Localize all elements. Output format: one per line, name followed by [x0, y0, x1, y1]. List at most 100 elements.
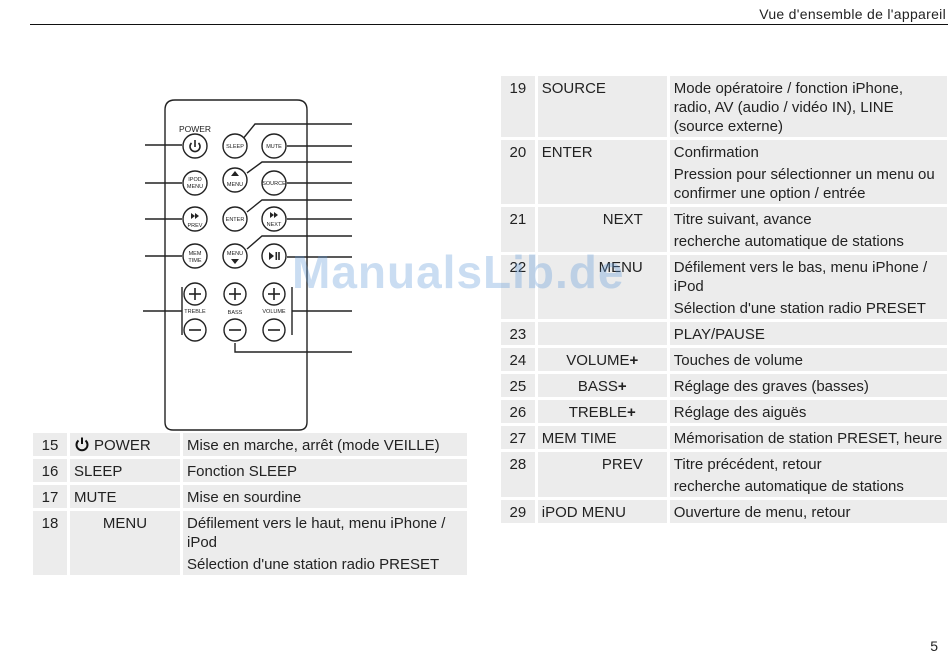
play-icon [269, 252, 274, 260]
description-line: Mémorisation de station PRESET, heure [673, 430, 943, 447]
row-number: 26 [501, 400, 535, 423]
pause-icon [275, 252, 278, 260]
leader-line [234, 343, 352, 353]
description-line: Mise en sourdine [187, 489, 302, 506]
description-line: Défilement vers le bas, menu iPhone / iP… [673, 259, 928, 295]
row-description: Mise en marche, arrêt (mode VEILLE) [183, 433, 467, 456]
next-button[interactable] [261, 206, 287, 232]
remote-control-illustration: POWER [143, 99, 352, 431]
row-key-text: POWER [94, 437, 151, 454]
row-description: Ouverture de menu, retour [669, 500, 947, 523]
row-key: MENU [537, 255, 667, 319]
arrow-up-icon [231, 171, 239, 176]
row-number: 28 [501, 452, 535, 497]
mute-button[interactable] [261, 133, 287, 159]
row-description: Réglage des aiguës [669, 400, 947, 423]
row-number: 22 [501, 255, 535, 319]
description-line: Titre suivant, avance [673, 211, 812, 228]
mem-time-button[interactable] [182, 243, 208, 269]
power-icon [75, 437, 89, 452]
table-row: 16 SLEEP Fonction SLEEP [33, 459, 467, 482]
page-header: Vue d'ensemble de l'appareil [30, 0, 948, 25]
row-description: Défilement vers le haut, menu iPhone / i… [183, 511, 467, 575]
table-row: 27 MEM TIME Mémorisation de station PRES… [501, 426, 947, 449]
row-description: Touches de volume [669, 348, 947, 371]
table-row: 15 POWER Mise en marche, arrêt (mode VEI… [33, 433, 467, 456]
row-key: PREV [537, 452, 667, 497]
treble-label: TREBLE [184, 309, 206, 315]
table-row: 20 ENTER Confirmation Pression pour séle… [501, 140, 947, 204]
row-key: BASS+ [537, 374, 667, 397]
table-row: 21 NEXT Titre suivant, avance recherche … [501, 207, 947, 252]
row-number: 19 [501, 76, 535, 137]
next-label: NEXT [267, 222, 282, 228]
row-description: Mode opératoire / fonction iPhone, radio… [669, 76, 947, 137]
row-key [537, 322, 667, 345]
menu-up-button[interactable] [222, 167, 248, 193]
row-key: MUTE [70, 485, 180, 508]
mem-label-2: TIME [188, 258, 201, 264]
row-number: 15 [33, 433, 67, 456]
ipod-menu-button[interactable] [182, 170, 208, 196]
remote-body [164, 99, 308, 431]
plus-sign: + [617, 378, 627, 395]
sleep-button[interactable] [222, 133, 248, 159]
row-key: MENU [70, 511, 180, 575]
volume-label: VOLUME [262, 309, 286, 315]
table-row: 17 MUTE Mise en sourdine [33, 485, 467, 508]
row-number: 21 [501, 207, 535, 252]
row-key: POWER [70, 433, 180, 456]
row-number: 29 [501, 500, 535, 523]
description-line: Défilement vers le haut, menu iPhone / i… [187, 515, 446, 551]
row-description: Titre suivant, avance recherche automati… [669, 207, 947, 252]
row-key-text: TREBLE [568, 404, 628, 421]
table-row: 19 SOURCE Mode opératoire / fonction iPh… [501, 76, 947, 137]
source-label: SOURCE [262, 181, 286, 187]
row-key: TREBLE+ [537, 400, 667, 423]
row-key: iPOD MENU [537, 500, 667, 523]
row-key: VOLUME+ [537, 348, 667, 371]
row-number: 25 [501, 374, 535, 397]
description-line: Sélection d'une station radio PRESET [187, 556, 440, 573]
page-number: 5 [930, 638, 938, 654]
row-key: ENTER [537, 140, 667, 204]
description-line: Mise en marche, arrêt (mode VEILLE) [187, 437, 440, 454]
table-row: 22 MENU Défilement vers le bas, menu iPh… [501, 255, 947, 319]
row-number: 16 [33, 459, 67, 482]
row-description: Défilement vers le bas, menu iPhone / iP… [669, 255, 947, 319]
description-line: Fonction SLEEP [187, 463, 298, 480]
source-button[interactable] [261, 170, 287, 196]
plus-sign: + [629, 352, 639, 369]
enter-label: ENTER [226, 217, 245, 223]
table-row: 29 iPOD MENU Ouverture de menu, retour [501, 500, 947, 523]
menu-down-button[interactable] [222, 243, 248, 269]
row-description: Réglage des graves (basses) [669, 374, 947, 397]
table-row: 25 BASS+ Réglage des graves (basses) [501, 374, 947, 397]
menu-up-label: MENU [227, 182, 243, 188]
arrow-down-icon [231, 259, 239, 264]
mem-label-1: MEM [189, 251, 202, 257]
sleep-label: SLEEP [226, 144, 244, 150]
row-key-text: BASS [577, 378, 618, 395]
pause-icon [278, 252, 280, 260]
row-description: Mémorisation de station PRESET, heure [669, 426, 947, 449]
description-line: recherche automatique de stations [673, 233, 904, 250]
leader-line [241, 123, 352, 141]
row-key: SOURCE [537, 76, 667, 137]
description-line: Mode opératoire / fonction iPhone, radio… [673, 80, 904, 135]
leader-line [246, 161, 352, 174]
row-description: PLAY/PAUSE [669, 322, 947, 345]
prev-label: PREV [188, 223, 203, 229]
row-key: NEXT [537, 207, 667, 252]
fast-forward-icon [270, 212, 278, 218]
row-key: SLEEP [70, 459, 180, 482]
row-description: Titre précédent, retour recherche automa… [669, 452, 947, 497]
description-line: Réglage des aiguës [673, 404, 807, 421]
bass-label: BASS [228, 310, 243, 316]
enter-button[interactable] [222, 206, 248, 232]
table-row: 26 TREBLE+ Réglage des aiguës [501, 400, 947, 423]
leader-line [246, 235, 352, 250]
table-row: 24 VOLUME+ Touches de volume [501, 348, 947, 371]
row-description: Mise en sourdine [183, 485, 467, 508]
menu-down-label: MENU [227, 251, 243, 257]
